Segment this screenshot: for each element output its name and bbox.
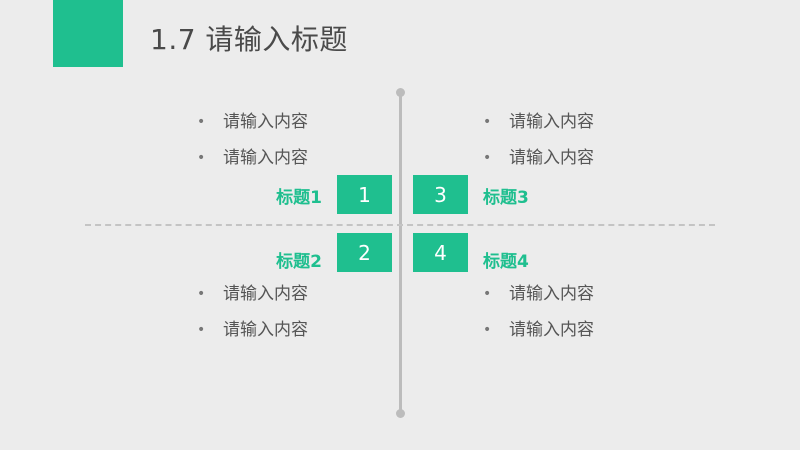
quadrant-2-title: 标题2 (276, 252, 322, 272)
quadrant-3-number-box: 3 (413, 175, 468, 214)
list-item: 请输入内容 (197, 282, 308, 318)
quadrant-3-title: 标题3 (483, 188, 529, 208)
horizontal-dashed-line (85, 224, 715, 226)
quadrant-4-number-box: 4 (413, 233, 468, 272)
quadrant-2-number-box: 2 (337, 233, 392, 272)
vertical-axis-line (399, 92, 402, 414)
quadrant-1-list: 请输入内容 请输入内容 (197, 110, 308, 182)
list-item: 请输入内容 (197, 146, 308, 182)
quadrant-4-list: 请输入内容 请输入内容 (483, 282, 594, 354)
list-item: 请输入内容 (197, 318, 308, 354)
accent-block (53, 0, 123, 67)
list-item: 请输入内容 (483, 146, 594, 182)
quadrant-2-list: 请输入内容 请输入内容 (197, 282, 308, 354)
vertical-axis-top-dot (396, 88, 405, 97)
vertical-axis-bottom-dot (396, 409, 405, 418)
quadrant-1-title: 标题1 (276, 188, 322, 208)
quadrant-1-number-box: 1 (337, 175, 392, 214)
list-item: 请输入内容 (483, 318, 594, 354)
list-item: 请输入内容 (483, 282, 594, 318)
slide-title: 1.7 请输入标题 (150, 23, 348, 56)
quadrant-4-title: 标题4 (483, 252, 529, 272)
quadrant-3-list: 请输入内容 请输入内容 (483, 110, 594, 182)
list-item: 请输入内容 (483, 110, 594, 146)
list-item: 请输入内容 (197, 110, 308, 146)
